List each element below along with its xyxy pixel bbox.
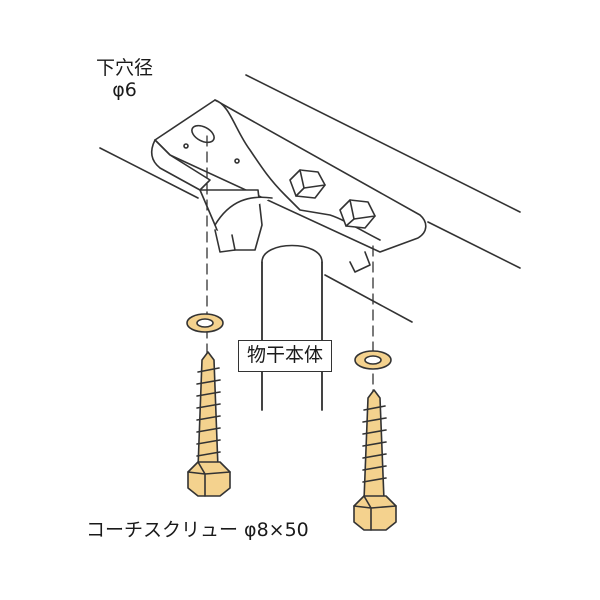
hex-nut-icon bbox=[289, 169, 376, 229]
pilot-hole-label: 下穴径 φ6 bbox=[96, 57, 154, 102]
screw-label: コーチスクリュー φ8×50 bbox=[86, 519, 309, 541]
washer-icon bbox=[186, 313, 392, 370]
bracket-icon bbox=[150, 99, 427, 273]
pilot-hole-title: 下穴径 bbox=[96, 57, 154, 79]
pilot-hole-value: φ6 bbox=[112, 78, 137, 101]
pole-body bbox=[261, 244, 323, 411]
coach-screw-icon bbox=[353, 389, 397, 531]
coach-screw-icon bbox=[187, 351, 231, 497]
body-label: 物干本体 bbox=[238, 340, 333, 372]
ceiling-lines bbox=[99, 74, 521, 323]
